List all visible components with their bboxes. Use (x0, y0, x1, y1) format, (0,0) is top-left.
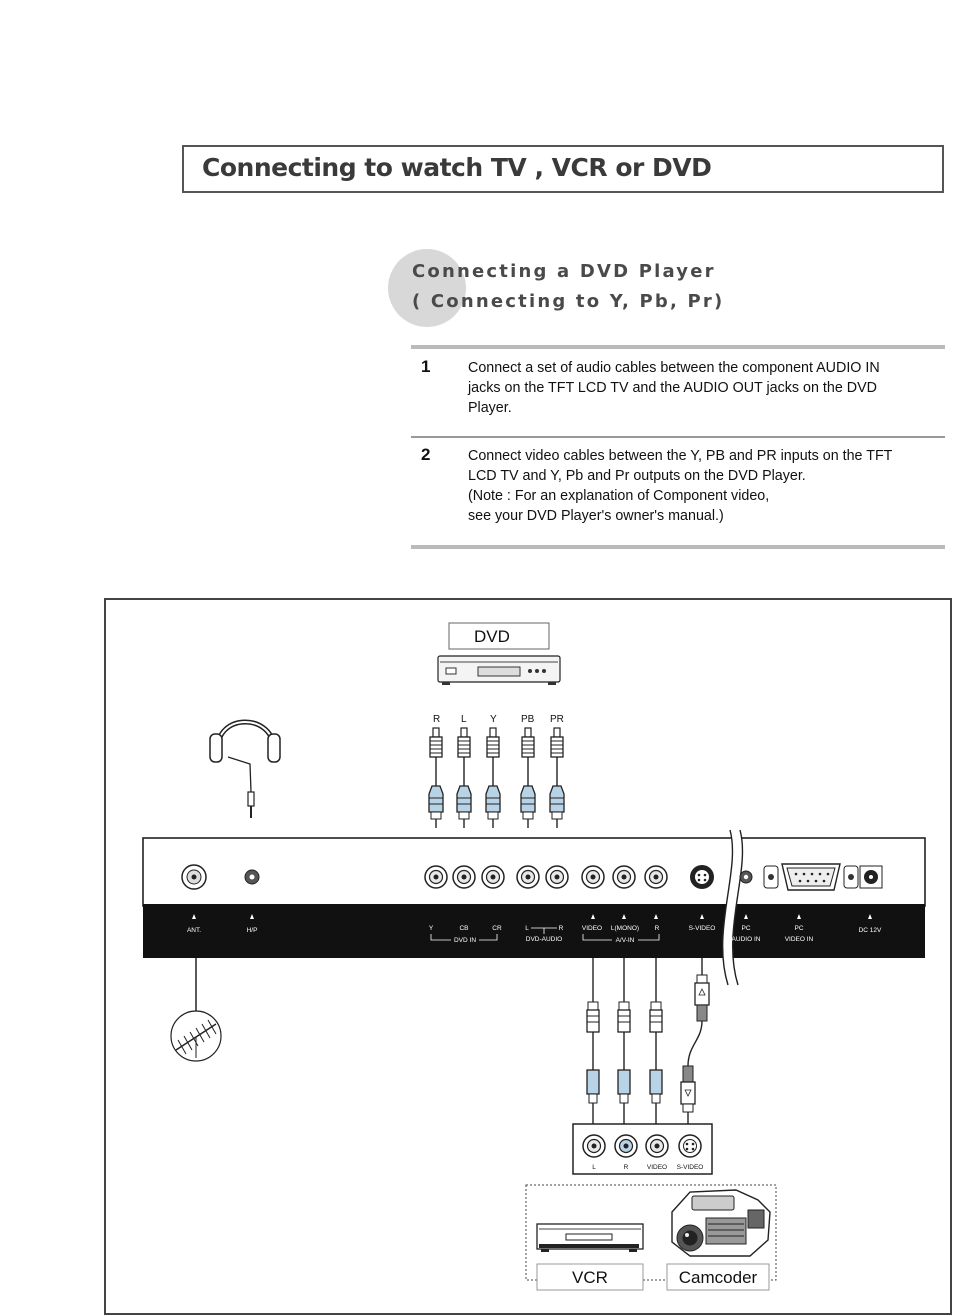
dvd-player-icon (437, 655, 561, 685)
device-jack-labels: L R VIDEO S-VIDEO (592, 1164, 703, 1171)
step-2-line-2: LCD TV and Y, Pb and Pr outputs on the D… (468, 468, 806, 484)
step-1-line-2: jacks on the TFT LCD TV and the AUDIO OU… (468, 380, 877, 396)
jack-cb (452, 865, 476, 889)
label-audio-l: L (525, 925, 529, 932)
panel-labels: ANT. H/P Y CB CR DVD IN L R DVD-AUDIO VI… (187, 925, 882, 944)
pc-audio-jack (739, 870, 753, 884)
device-jack-s-video (678, 1134, 702, 1158)
label-hp: H/P (247, 927, 258, 934)
label-cr: CR (492, 925, 502, 932)
device-label-s-video: S-VIDEO (677, 1164, 704, 1171)
section-circle (388, 249, 466, 327)
step-2-line-3: (Note : For an explanation of Component … (468, 488, 770, 504)
rca-cable-y (485, 727, 501, 829)
label-pc-audio-1: PC (741, 925, 750, 932)
rca-cable-l (456, 727, 472, 829)
dc-12v-jack (859, 865, 883, 889)
jack-y (424, 865, 448, 889)
plug-label-l: L (461, 714, 467, 725)
label-s-video: S-VIDEO (689, 925, 716, 932)
step-2-line-4: see your DVD Player's owner's manual.) (468, 508, 724, 524)
rca-cable-r (428, 727, 444, 829)
tv-panel-label-strip (143, 904, 925, 958)
step-2-number: 2 (421, 445, 431, 464)
jack-cr (481, 865, 505, 889)
device-label-l: L (592, 1164, 596, 1171)
plug-label-r: R (433, 714, 440, 725)
label-av-r: R (655, 925, 660, 932)
rca-cable-pb (520, 727, 536, 829)
headphones-icon (209, 719, 281, 818)
section-title-line2: ( Connecting to Y, Pb, Pr) (412, 291, 725, 312)
panel-break-lines (721, 828, 744, 987)
headphone-jack (244, 869, 260, 885)
label-dc: DC 12V (859, 927, 882, 934)
label-video: VIDEO (582, 925, 602, 932)
page-title: Connecting to watch TV , VCR or DVD (202, 153, 712, 182)
jack-video (581, 865, 605, 889)
panel-label-arrows (192, 914, 872, 919)
camcoder-label-box (666, 1263, 770, 1291)
device-jack-l (582, 1134, 606, 1158)
camcoder-label: Camcoder (679, 1268, 758, 1287)
vcr-icon (536, 1223, 644, 1252)
device-label-r: R (624, 1164, 629, 1171)
vcr-label-box (536, 1263, 644, 1291)
label-y: Y (429, 925, 434, 932)
title-box (182, 145, 944, 193)
device-jack-video (645, 1134, 669, 1158)
pc-video-connector (763, 863, 859, 891)
label-ant: ANT. (187, 927, 201, 934)
step-1-text: Connect a set of audio cables between th… (468, 358, 946, 418)
plug-label-pb: PB (521, 714, 535, 725)
label-cb: CB (459, 925, 468, 932)
label-audio-r: R (559, 925, 564, 932)
jack-audio-l (516, 865, 540, 889)
rca-cable-pr (549, 727, 565, 829)
device-jack-r (614, 1134, 638, 1158)
jack-l-mono (612, 865, 636, 889)
s-video-cable (680, 958, 710, 1124)
dvd-plug-labels: R L Y PB PR (433, 714, 564, 725)
jack-av-r (644, 865, 668, 889)
top-rule (411, 345, 945, 349)
s-video-jack (690, 865, 714, 889)
step-1-number: 1 (421, 357, 431, 376)
bottom-rule (411, 545, 945, 549)
label-pc-audio-2: AUDIO IN (732, 936, 761, 943)
antenna-icon (170, 958, 222, 1062)
label-pc-video-2: VIDEO IN (785, 936, 814, 943)
step-1-line-3: Player. (468, 400, 512, 416)
ant-jack (181, 864, 207, 890)
label-av-in: A/V-IN (616, 937, 635, 944)
device-label-video: VIDEO (647, 1164, 667, 1171)
label-dvd-audio: DVD-AUDIO (526, 936, 562, 943)
label-pc-video-1: PC (794, 925, 803, 932)
step-2-line-1: Connect video cables between the Y, PB a… (468, 448, 893, 464)
plug-label-pr: PR (550, 714, 564, 725)
jack-audio-r (545, 865, 569, 889)
dvd-label: DVD (474, 627, 510, 646)
plug-label-y: Y (490, 714, 497, 725)
label-l-mono: L(MONO) (611, 925, 639, 932)
step-2-text: Connect video cables between the Y, PB a… (468, 446, 946, 526)
label-dvd-in: DVD IN (454, 937, 476, 944)
section-title-line1: Connecting a DVD Player (412, 261, 716, 282)
camcoder-icon (671, 1189, 771, 1257)
connection-diagram-frame (104, 598, 952, 1315)
step-1-line-1: Connect a set of audio cables between th… (468, 360, 880, 376)
step-divider (411, 436, 945, 438)
av-cables (586, 958, 663, 1124)
devices-dotted-frame (525, 1184, 777, 1281)
vcr-label: VCR (572, 1268, 608, 1287)
dvd-label-box (448, 622, 550, 650)
